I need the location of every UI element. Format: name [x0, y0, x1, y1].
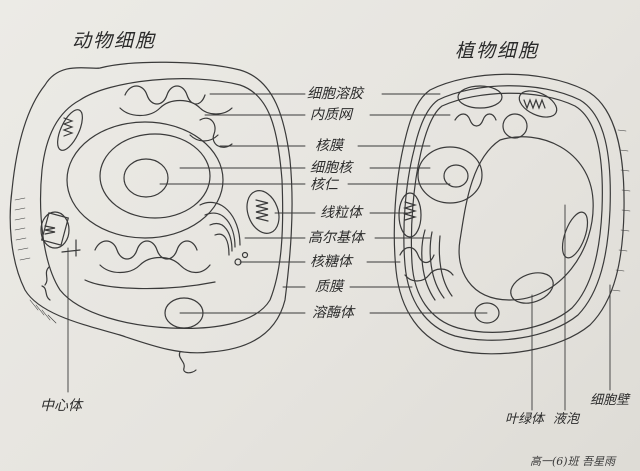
label-nucleolus: 核仁: [310, 177, 338, 193]
label-cytosol: 细胞溶胶: [307, 86, 363, 102]
author-signature: 高一(6)班 吾星雨: [530, 455, 616, 468]
label-golgi: 高尔基体: [308, 230, 364, 246]
label-ribosome: 核糖体: [310, 254, 352, 270]
label-endoplasmic-reticulum: 内质网: [310, 107, 352, 123]
animal-cell-diagram: [9, 61, 293, 374]
plant-cell-diagram: [393, 73, 631, 355]
plant-cell-title: 植物细胞: [455, 40, 540, 62]
leader-lines: [67, 93, 611, 411]
label-nuclear-membrane: 核膜: [315, 138, 343, 154]
label-cell-wall: 细胞壁: [590, 393, 630, 408]
label-chloroplast: 叶绿体: [505, 412, 545, 427]
label-plasma-membrane: 质膜: [315, 279, 343, 295]
label-lysosome: 溶酶体: [312, 305, 354, 321]
label-vacuole: 液泡: [553, 412, 580, 427]
label-centrosome: 中心体: [40, 398, 82, 414]
label-nucleus: 细胞核: [310, 160, 352, 176]
label-mitochondrion: 线粒体: [320, 205, 362, 221]
animal-cell-title: 动物细胞: [72, 30, 157, 52]
